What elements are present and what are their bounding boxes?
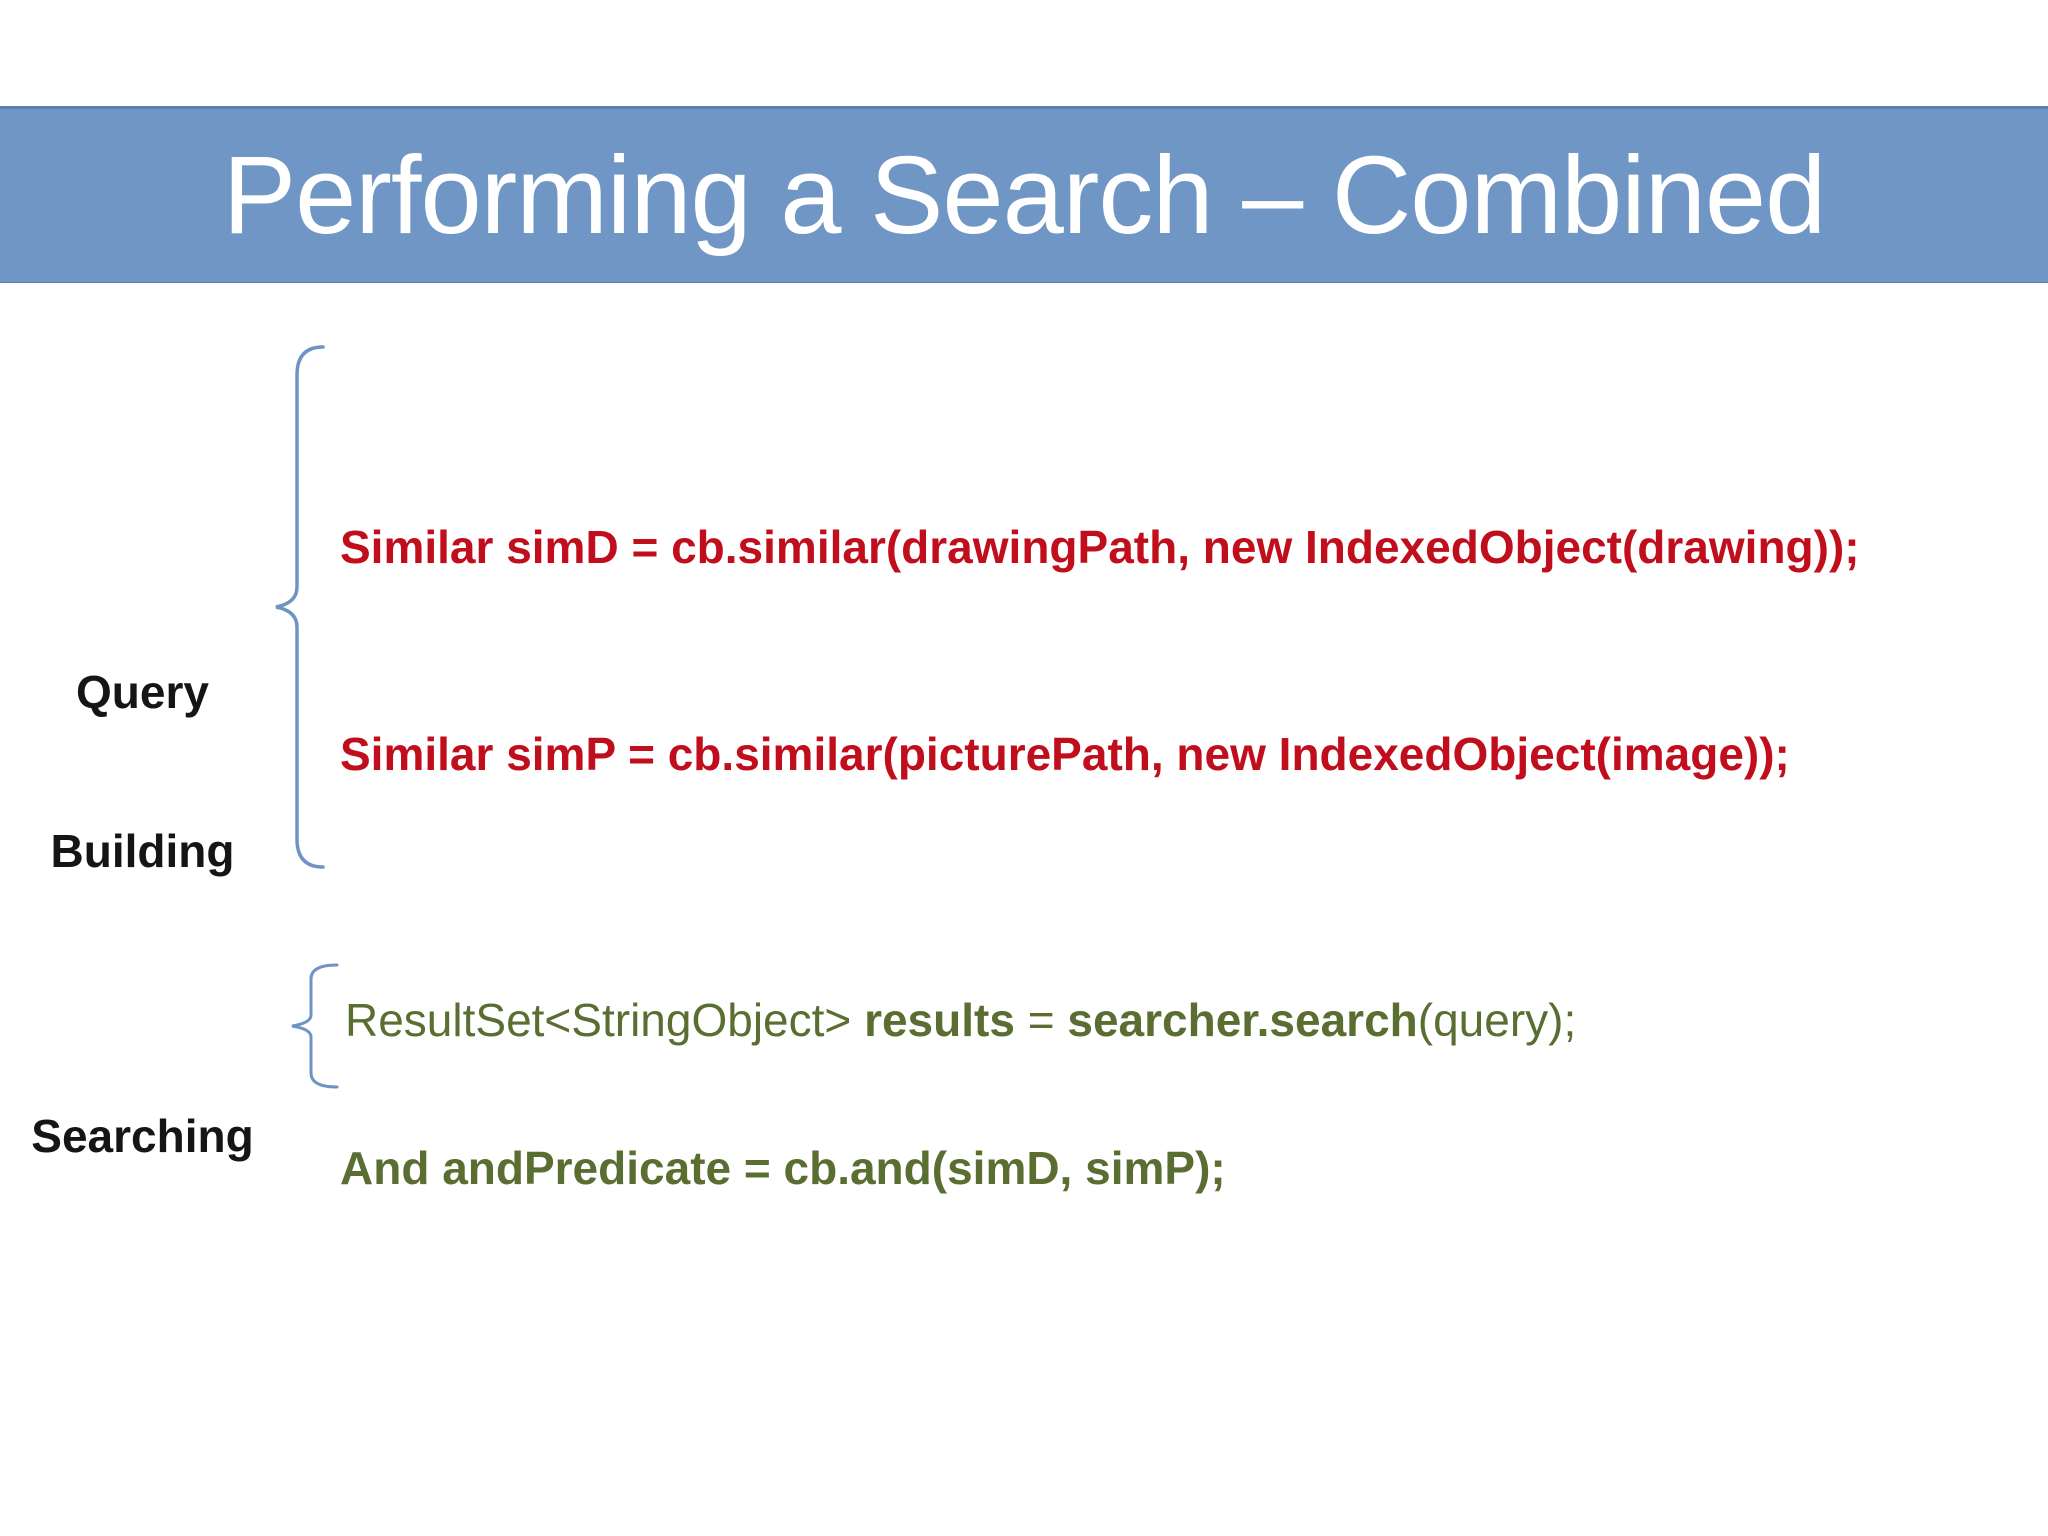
- slide-title: Performing a Search – Combined: [222, 134, 1826, 257]
- searching-code: ResultSet<StringObject> results = search…: [345, 990, 1576, 1050]
- code-results-var: results: [864, 994, 1015, 1046]
- query-building-code: Similar simD = cb.similar(drawingPath, n…: [340, 375, 1860, 1536]
- code-searcher-search: searcher.search: [1067, 994, 1418, 1046]
- code-line-blank-2: [340, 1341, 1860, 1410]
- code-equals: =: [1014, 994, 1068, 1046]
- code-line-andPredicate: And andPredicate = cb.and(simD, simP);: [340, 1142, 1226, 1194]
- code-line-simD: Similar simD = cb.similar(drawingPath, n…: [340, 521, 1860, 573]
- query-building-label-line2: Building: [50, 825, 235, 877]
- searching-label: Searching: [20, 1004, 265, 1269]
- searching-brace-icon: [289, 963, 339, 1089]
- query-building-label-line1: Query: [76, 666, 209, 718]
- code-query-arg: (query);: [1417, 994, 1577, 1046]
- title-band: Performing a Search – Combined: [0, 106, 2048, 283]
- query-building-brace-icon: [273, 345, 325, 869]
- query-building-label: Query Building: [30, 560, 255, 984]
- code-line-blank-1: [340, 927, 1860, 996]
- searching-label-text: Searching: [31, 1110, 254, 1162]
- code-resultset: ResultSet<StringObject>: [345, 994, 865, 1046]
- code-line-simP: Similar simP = cb.similar(picturePath, n…: [340, 728, 1790, 780]
